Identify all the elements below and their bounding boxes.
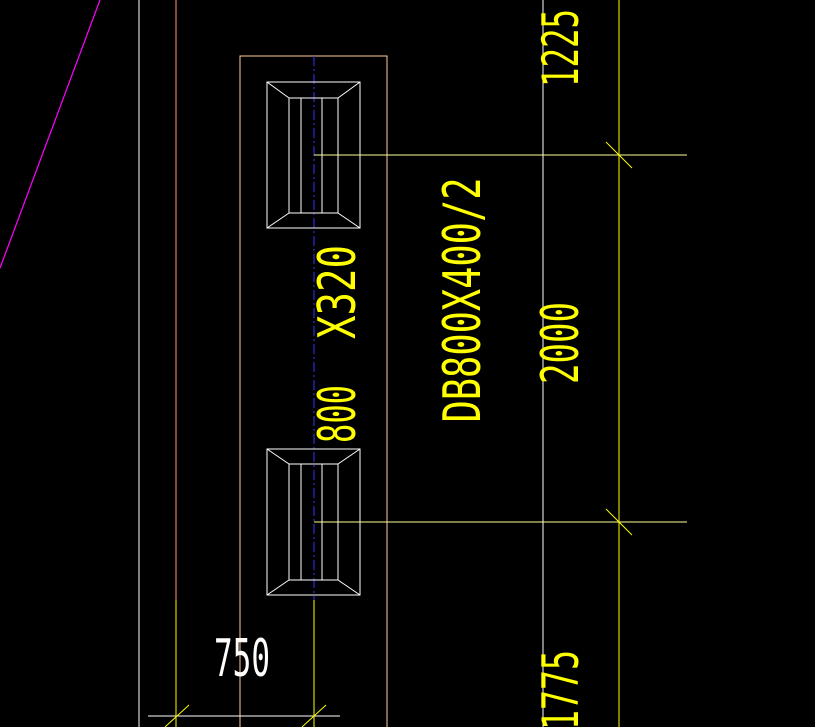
diffuser-bottom[interactable] bbox=[266, 448, 361, 596]
dimension-label-top: 1225 bbox=[532, 9, 590, 87]
diffuser-size-label-b: X320 bbox=[308, 245, 368, 339]
diffuser-size-label-a: 800 bbox=[308, 385, 368, 443]
dimension-tick-bottom bbox=[605, 508, 633, 536]
width-dimension-label: 750 bbox=[214, 629, 270, 689]
dimension-label-middle: 2000 bbox=[531, 302, 591, 384]
diffuser-tag-label: DB800X400/2 bbox=[433, 178, 493, 423]
dimension-label-bottom: 1775 bbox=[532, 650, 590, 727]
width-tick-left bbox=[164, 704, 190, 727]
magenta-diagonal-line bbox=[0, 0, 101, 269]
dimension-tick-top bbox=[605, 141, 633, 169]
